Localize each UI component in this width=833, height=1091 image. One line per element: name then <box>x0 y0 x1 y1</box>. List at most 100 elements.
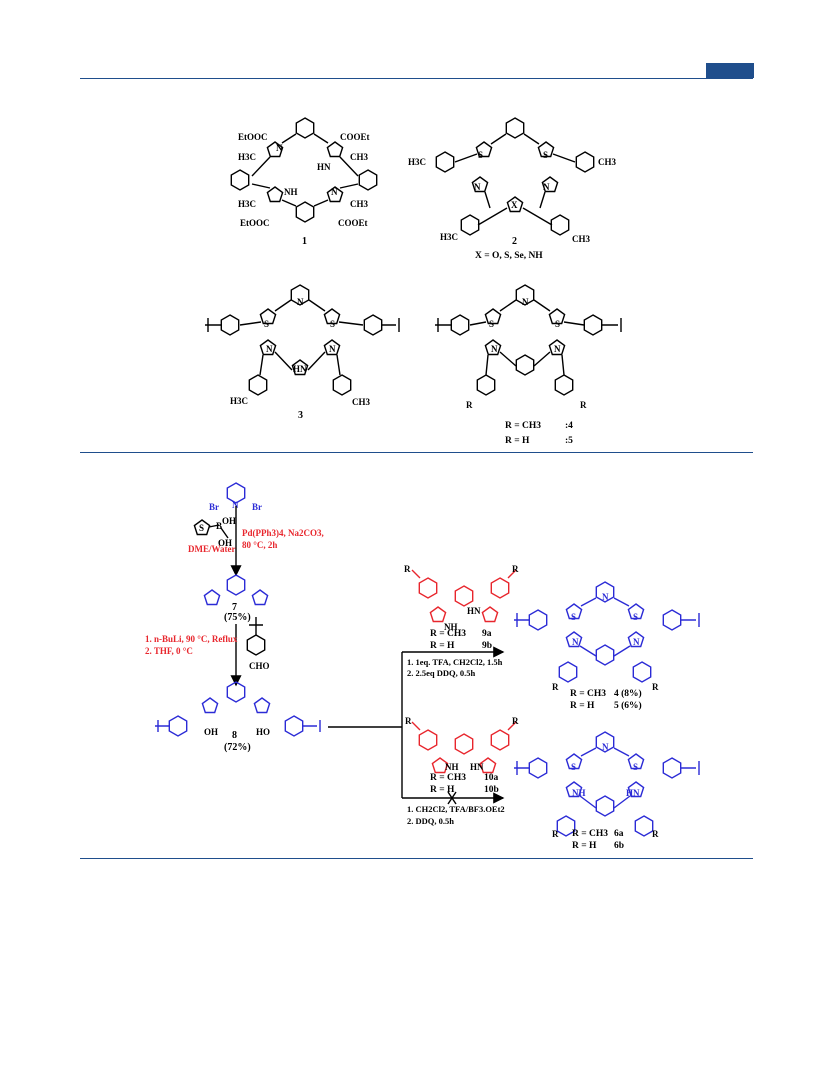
c2-atom-2: N <box>474 182 481 192</box>
header-rule <box>80 78 753 79</box>
p45-atom-4: N <box>633 637 640 647</box>
c45-r-def-1: :4 <box>565 421 573 431</box>
step1-cond-1: 80 °C, 2h <box>242 540 277 550</box>
aldehyde-cho: CHO <box>249 661 270 671</box>
c1-group-2: H3C <box>238 152 256 162</box>
c45-r-def-2: R = H <box>505 436 530 446</box>
c45-r-def-0: R = CH3 <box>505 421 541 431</box>
boronic-b: B <box>216 521 222 531</box>
compound-8-oh-0: OH <box>204 727 218 737</box>
p45-atom-1: N <box>602 592 609 602</box>
scheme-start: Br N Br <box>209 482 262 512</box>
reagent-9-label-1: 9a <box>482 629 492 639</box>
c3-atom-0: N <box>297 297 304 307</box>
p45-label-3: 5 (6%) <box>614 700 642 711</box>
reagent-10: R R NH HN R = CH3 10a R = H 10b <box>405 716 519 795</box>
failed-mark <box>447 791 457 805</box>
step2-cond-1: 2. THF, 0 °C <box>145 646 193 656</box>
compound-8: OH HO 8 (72%) <box>155 681 321 753</box>
compound-1: EtOOC COOEt H3C CH3 H3C CH3 EtOOC COOEt … <box>230 117 378 247</box>
boronic-s: S <box>199 523 204 533</box>
c45-group-0: R <box>466 400 473 410</box>
p6-label-3: 6b <box>614 841 624 851</box>
p6-atom-0: S <box>571 762 576 772</box>
c1-atom-1: HN <box>317 162 331 172</box>
reagent-10-r-0: R <box>405 716 412 726</box>
product-4-5: S N S N N R R R = CH3 4 (8%) R = H 5 (6%… <box>514 581 700 711</box>
reagent-10-hn: HN <box>470 762 484 772</box>
c1-atom-0: N <box>276 143 283 153</box>
reagent-10-label-0: R = CH3 <box>430 773 466 783</box>
c1-group-6: EtOOC <box>240 218 270 228</box>
c1-group-3: CH3 <box>350 152 369 162</box>
c45-group-1: R <box>580 400 587 410</box>
reagent-10-label-3: 10b <box>484 785 499 795</box>
reagent-10-label-2: R = H <box>430 785 455 795</box>
c2-atom-1: S <box>543 150 548 160</box>
p45-atom-2: S <box>633 612 638 622</box>
c1-group-0: EtOOC <box>238 132 268 142</box>
c2-atom-0: S <box>478 150 483 160</box>
p6-atom-4: HN <box>626 788 640 798</box>
c1-atom-2: NH <box>284 187 298 197</box>
compound-7-yield: (75%) <box>224 612 251 623</box>
product-6: S N S NH HN R R R = CH3 6a R = H 6b <box>514 731 700 851</box>
bottom-rule <box>80 858 753 859</box>
c2-group-1: CH3 <box>598 157 617 167</box>
cond-top-1: 2. 2.5eq DDQ, 0.5h <box>407 668 476 678</box>
c1-group-5: CH3 <box>350 199 369 209</box>
compound-8-number: 8 <box>232 730 237 741</box>
c1-group-4: H3C <box>238 199 256 209</box>
c3-atom-3: N <box>266 344 273 354</box>
p6-r-1: R <box>652 829 659 839</box>
p45-label-1: 4 (8%) <box>614 688 642 699</box>
reagent-9-nh: NH <box>444 622 458 632</box>
reagent-9-r-1: R <box>512 564 519 574</box>
step1-cond-0: Pd(PPh3)4, Na2CO3, <box>242 528 324 538</box>
reagent-9-r-0: R <box>404 564 411 574</box>
reagent-10-nh: NH <box>445 762 459 772</box>
p45-atom-0: S <box>571 612 576 622</box>
c45-atom-3: N <box>491 344 498 354</box>
c1-group-1: COOEt <box>340 132 370 142</box>
c45-atom-0: N <box>522 297 529 307</box>
figure-divider <box>80 452 753 453</box>
step2-cond-0: 1. n-BuLi, 90 °C, Reflux <box>145 634 238 644</box>
p45-r-1: R <box>652 682 659 692</box>
compound-8-yield: (72%) <box>224 742 251 753</box>
reagent-9-label-3: 9b <box>482 641 492 651</box>
c1-atom-3: N <box>331 187 338 197</box>
start-atom-2: Br <box>252 502 262 512</box>
c3-atom-1: S <box>264 319 269 329</box>
c3-group-1: CH3 <box>352 397 371 407</box>
c3-group-0: H3C <box>230 396 248 406</box>
reagent-10-r-1: R <box>512 716 519 726</box>
c2-group-3: CH3 <box>572 234 591 244</box>
p6-atom-1: N <box>602 742 609 752</box>
compound-7-number: 7 <box>232 602 237 613</box>
compound-4-5: R R N S S N N R = CH3 :4 R = H :5 <box>435 284 622 446</box>
compound-2-note: X = O, S, Se, NH <box>475 251 543 261</box>
c3-atom-4: HN <box>293 364 307 374</box>
reagent-9-label-2: R = H <box>430 641 455 651</box>
c45-atom-2: S <box>555 319 560 329</box>
header-tab <box>706 63 754 78</box>
compound-2: H3C CH3 H3C CH3 S S N X N 2 X = O, S, Se… <box>408 117 617 261</box>
p45-label-0: R = CH3 <box>570 689 606 699</box>
p45-label-2: R = H <box>570 701 595 711</box>
compound-1-number: 1 <box>302 236 307 247</box>
p6-atom-3: NH <box>572 788 586 798</box>
compound-8-oh-1: HO <box>256 727 270 737</box>
start-atom-0: Br <box>209 502 219 512</box>
c3-atom-2: S <box>330 319 335 329</box>
c45-atom-4: N <box>554 344 561 354</box>
compound-3-number: 3 <box>298 410 303 421</box>
start-atom-1: N <box>232 500 239 510</box>
aldehyde-reagent: CHO <box>246 617 270 671</box>
p45-r-0: R <box>552 682 559 692</box>
compound-3: H3C CH3 N S S N HN N 3 <box>205 284 400 421</box>
c2-group-2: H3C <box>440 232 458 242</box>
reagent-9-label-0: R = CH3 <box>430 629 466 639</box>
c45-r-def-3: :5 <box>565 436 573 446</box>
